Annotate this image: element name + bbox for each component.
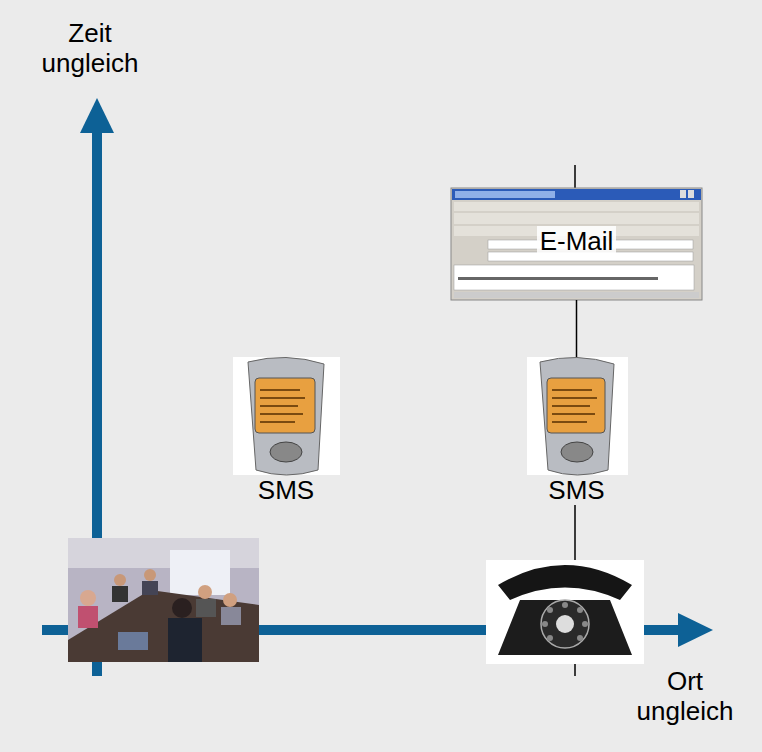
axis-label: Ort ungleich: [618, 666, 752, 726]
email-window: [451, 188, 702, 300]
connector-line: [576, 300, 578, 357]
axis-label: Zeit ungleich: [20, 18, 160, 78]
node-label: SMS: [545, 475, 607, 505]
node-label: SMS: [255, 475, 317, 505]
node-label: E-Mail: [537, 226, 617, 256]
mobile-phone: [233, 357, 340, 475]
email-node: E-Mail: [451, 188, 702, 300]
rotary-telephone: [486, 560, 644, 664]
axis: [42, 98, 713, 676]
sms-node: SMS: [519, 357, 634, 507]
mobile-phone: [527, 357, 628, 475]
meeting-photo: [68, 538, 259, 662]
sms-node: SMS: [225, 357, 347, 507]
